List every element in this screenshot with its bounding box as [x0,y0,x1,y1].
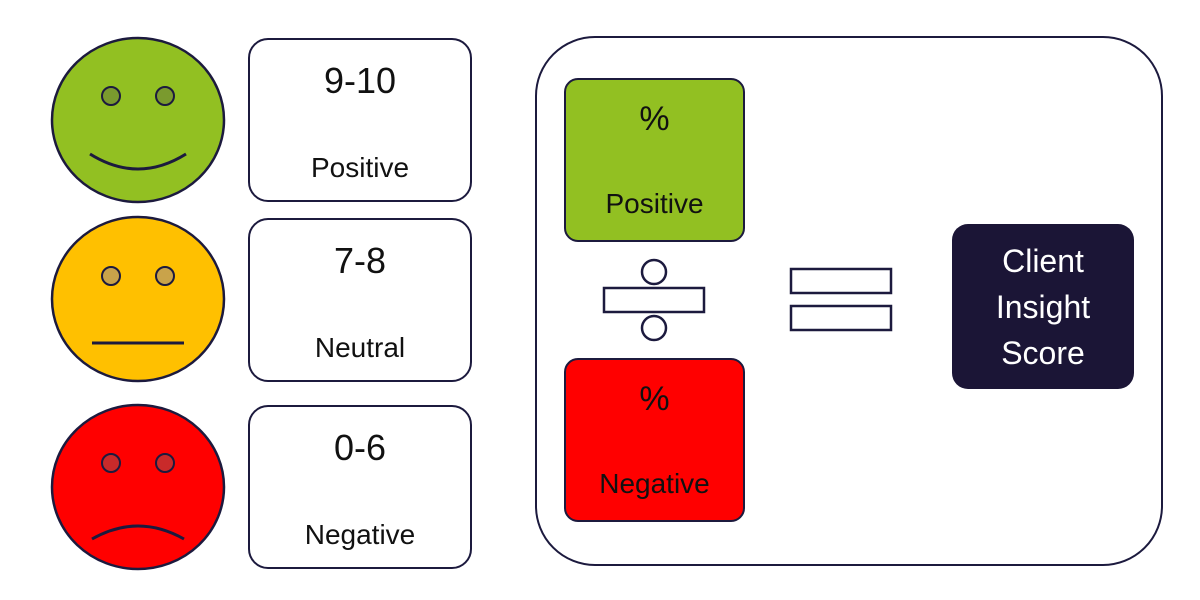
result-line: Client [1002,242,1084,279]
score-range: 9-10 [323,60,397,101]
percent-symbol: % [639,380,670,418]
percent-label: Negative [599,468,710,499]
formula-panel [535,36,1163,566]
smiling-face-icon [50,36,226,204]
positive-percent-box: % Positive [564,78,745,242]
negative-percent-box: % Negative [564,358,745,522]
equals-icon [789,267,893,332]
percent-label: Positive [605,188,704,219]
result-line: Insight [995,288,1091,325]
score-label: Positive [310,152,410,183]
client-insight-score-box: Client Insight Score [952,224,1134,389]
score-card-positive: 9-10 Positive [248,38,472,202]
score-card-negative: 0-6 Negative [248,405,472,569]
score-label: Neutral [314,332,406,363]
score-range: 7-8 [333,240,387,281]
result-line: Score [1001,334,1085,371]
score-card-neutral: 7-8 Neutral [248,218,472,382]
neutral-face-icon [50,215,226,383]
frowning-face-icon [50,403,226,571]
score-range: 0-6 [333,427,387,468]
percent-symbol: % [639,100,670,138]
divide-icon [602,258,706,342]
score-label: Negative [304,519,416,550]
